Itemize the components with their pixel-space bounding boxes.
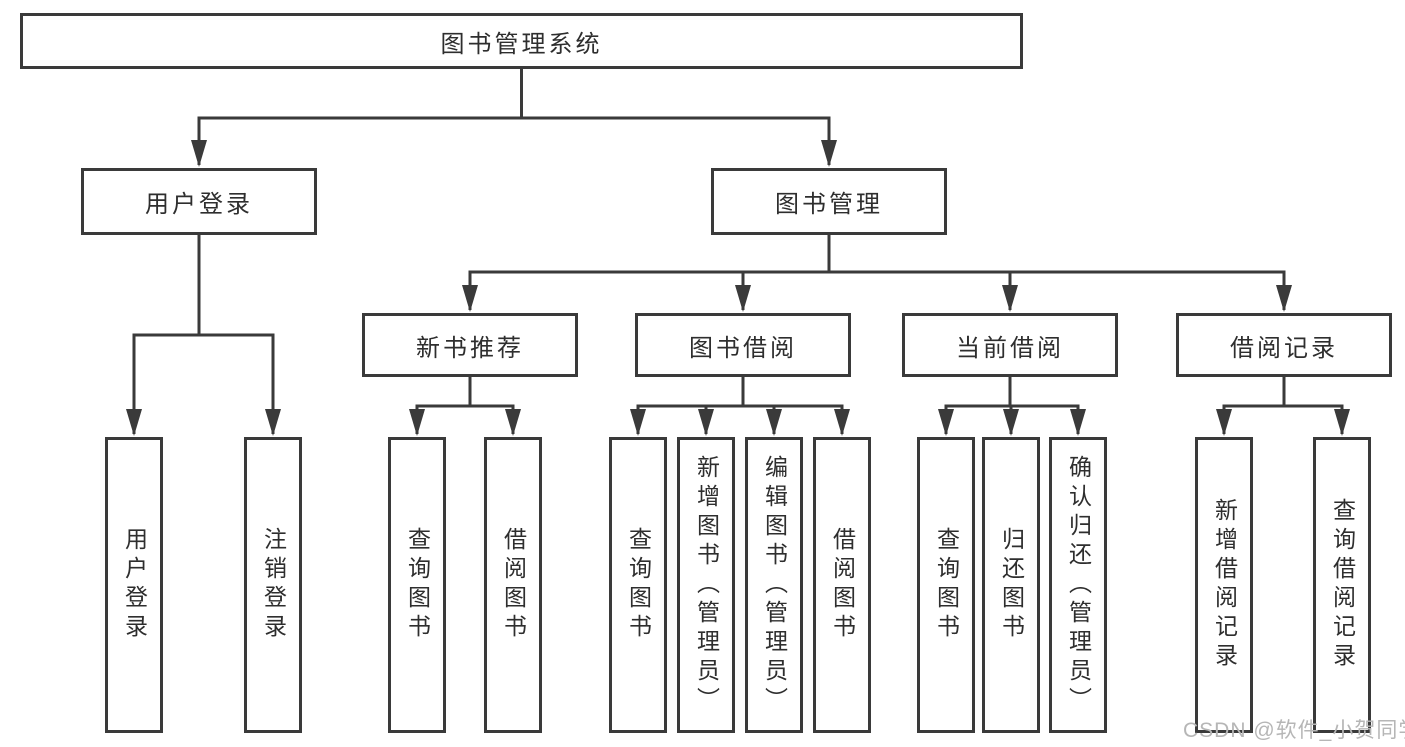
leaf-query-books-current: 查询图书 [917, 437, 975, 733]
leaf-user-login: 用户登录 [105, 437, 163, 733]
arrow-icon [1070, 409, 1086, 436]
arrow-icon [698, 409, 714, 436]
arrow-icon [265, 409, 281, 436]
leaf-borrow-books-recommend: 借阅图书 [484, 437, 542, 733]
tree-edges [132, 68, 1344, 434]
leaf-borrow-books: 借阅图书 [813, 437, 871, 733]
arrow-icon [191, 140, 207, 167]
arrow-icon [1334, 409, 1350, 436]
arrow-icon [505, 409, 521, 436]
arrow-icon [462, 285, 478, 312]
arrow-icon [1002, 285, 1018, 312]
node-book-borrowing: 图书借阅 [635, 313, 851, 377]
leaf-query-borrow-record: 查询借阅记录 [1313, 437, 1371, 733]
leaf-query-books-recommend: 查询图书 [388, 437, 446, 733]
node-book-management: 图书管理 [711, 168, 947, 235]
leaf-confirm-return-admin: 确认归还（管理员） [1049, 437, 1107, 733]
csdn-watermark: CSDN @软件_小贺同学 [1183, 719, 1405, 742]
leaf-query-books-borrowing: 查询图书 [609, 437, 667, 733]
leaf-logout: 注销登录 [244, 437, 302, 733]
arrow-icon [126, 409, 142, 436]
arrow-icon [1003, 409, 1019, 436]
leaf-edit-books-admin: 编辑图书（管理员） [745, 437, 803, 733]
node-new-book-recommendation: 新书推荐 [362, 313, 578, 377]
arrow-icon [766, 409, 782, 436]
arrow-icon [834, 409, 850, 436]
arrow-icon [735, 285, 751, 312]
arrow-icon [1276, 285, 1292, 312]
node-user-login: 用户登录 [81, 168, 317, 235]
arrow-icon [630, 409, 646, 436]
arrow-icon [1216, 409, 1232, 436]
arrow-icon [821, 140, 837, 167]
node-borrowing-records: 借阅记录 [1176, 313, 1392, 377]
arrow-icon [409, 409, 425, 436]
arrow-icon [938, 409, 954, 436]
node-library-management-system: 图书管理系统 [20, 13, 1023, 69]
node-current-borrowing: 当前借阅 [902, 313, 1118, 377]
leaf-add-borrow-record: 新增借阅记录 [1195, 437, 1253, 733]
leaf-add-books-admin: 新增图书（管理员） [677, 437, 735, 733]
leaf-return-books: 归还图书 [982, 437, 1040, 733]
